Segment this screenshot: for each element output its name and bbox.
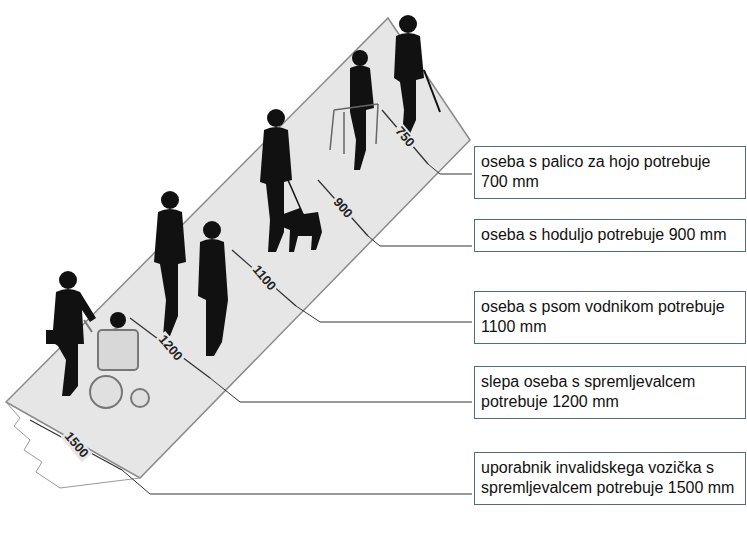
callout-text: oseba s hoduljo potrebuje 900 mm (481, 225, 737, 245)
callout-text: uporabnik invalidskega vozička s spremlj… (481, 458, 737, 498)
walkway-strip (6, 18, 470, 478)
broken-edge (6, 402, 140, 488)
leader-lines (122, 164, 472, 494)
callout-box: uporabnik invalidskega vozička s spremlj… (474, 452, 746, 505)
callout-text: slepa oseba s spremljevalcem potrebuje 1… (481, 372, 737, 412)
callout-box: oseba s hoduljo potrebuje 900 mm (474, 219, 746, 252)
dimension-lines (30, 110, 428, 470)
callout-box: oseba s psom vodnikom potrebuje 1100 mm (474, 291, 746, 344)
silhouettes (46, 15, 440, 396)
callout-text: oseba s psom vodnikom potrebuje 1100 mm (481, 297, 737, 337)
callout-box: slepa oseba s spremljevalcem potrebuje 1… (474, 366, 746, 419)
callout-text: oseba s palico za hojo potrebuje 700 mm (481, 152, 737, 192)
wheelchair (84, 320, 149, 408)
callout-box: oseba s palico za hojo potrebuje 700 mm (474, 146, 746, 199)
